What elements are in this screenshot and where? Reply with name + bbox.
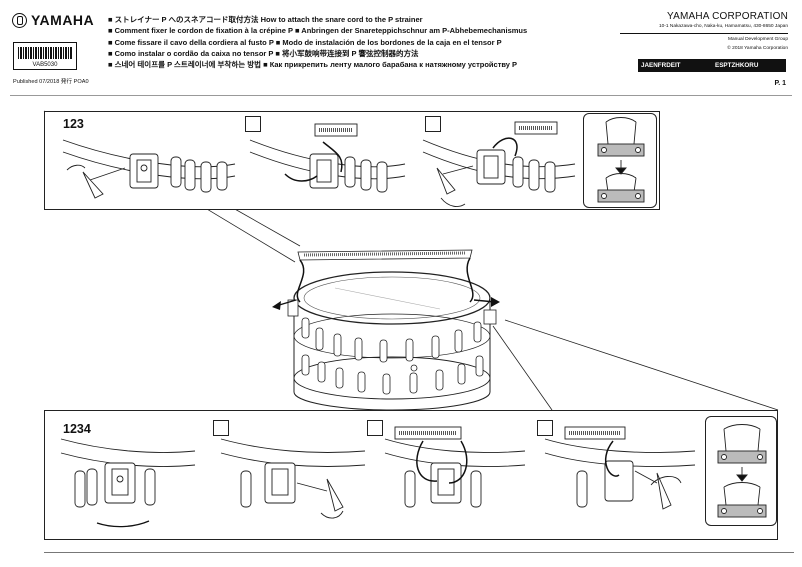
detail-inset-drawing xyxy=(597,117,645,203)
title-block: ■ ストレイナー P へのスネアコード取付方法 How to attach th… xyxy=(108,14,613,70)
detail-inset-top xyxy=(583,113,657,208)
tuning-fork-logo-icon xyxy=(12,12,27,28)
step-panel-top: 123 xyxy=(44,111,660,210)
step-box xyxy=(367,420,383,436)
top-panel-drawing xyxy=(62,121,576,207)
header-divider xyxy=(10,95,792,96)
title-line: ■ Como instalar o cordão da caixa no ten… xyxy=(108,48,419,58)
corporation-name: YAMAHA CORPORATION xyxy=(666,11,788,22)
title-line: ■ Comment fixer le cordon de fixation à … xyxy=(108,26,528,36)
step-box xyxy=(537,420,553,436)
yamaha-logo: YAMAHA xyxy=(12,12,94,28)
corporation-divider xyxy=(620,33,788,34)
connector-line xyxy=(492,325,553,411)
step-numbers-bottom: 1234 xyxy=(63,422,91,436)
language-code-bar: JAENFRDEIT ESPTZHKORU xyxy=(638,59,786,72)
step-box xyxy=(245,116,261,132)
language-codes: JAENFRDEIT xyxy=(641,62,681,69)
bottom-panel-drawing xyxy=(60,426,696,528)
corporation-group: Manual Development Group xyxy=(728,37,788,42)
page-number: P. 1 xyxy=(774,80,786,87)
title-line: ■ ストレイナー P へのスネアコード取付方法 How to attach th… xyxy=(108,15,423,24)
barcode: VAB5030 xyxy=(13,42,77,70)
footer-divider xyxy=(44,552,794,553)
language-codes: ESPTZHKORU xyxy=(715,62,759,69)
corporation-address: 10-1 Nakazawa-cho, Naka-ku, Hamamatsu, 4… xyxy=(658,24,788,29)
step-panel-bottom: 1234 xyxy=(44,410,778,540)
detail-inset-drawing xyxy=(717,424,767,518)
connector-line xyxy=(504,319,779,411)
title-line: ■ 스네어 테이프를 P 스트레이너에 부착하는 방법 ■ Как прикре… xyxy=(108,60,518,70)
step-box xyxy=(425,116,441,132)
snare-drum-illustration xyxy=(272,249,500,411)
barcode-bars xyxy=(18,47,72,59)
corporation-copyright: © 2018 Yamaha Corporation xyxy=(727,46,788,51)
published-date: Published 07/2018 発行 POA0 xyxy=(13,79,89,85)
brand-name: YAMAHA xyxy=(31,12,95,28)
step-box xyxy=(213,420,229,436)
title-line: ■ Come fissare il cavo della cordiera al… xyxy=(108,37,502,47)
barcode-code: VAB5030 xyxy=(32,62,58,68)
step-numbers-top: 123 xyxy=(63,117,84,131)
corporation-block: YAMAHA CORPORATION 10-1 Nakazawa-cho, Na… xyxy=(620,11,788,52)
detail-inset-bottom xyxy=(705,416,777,526)
connector-line xyxy=(232,207,301,247)
